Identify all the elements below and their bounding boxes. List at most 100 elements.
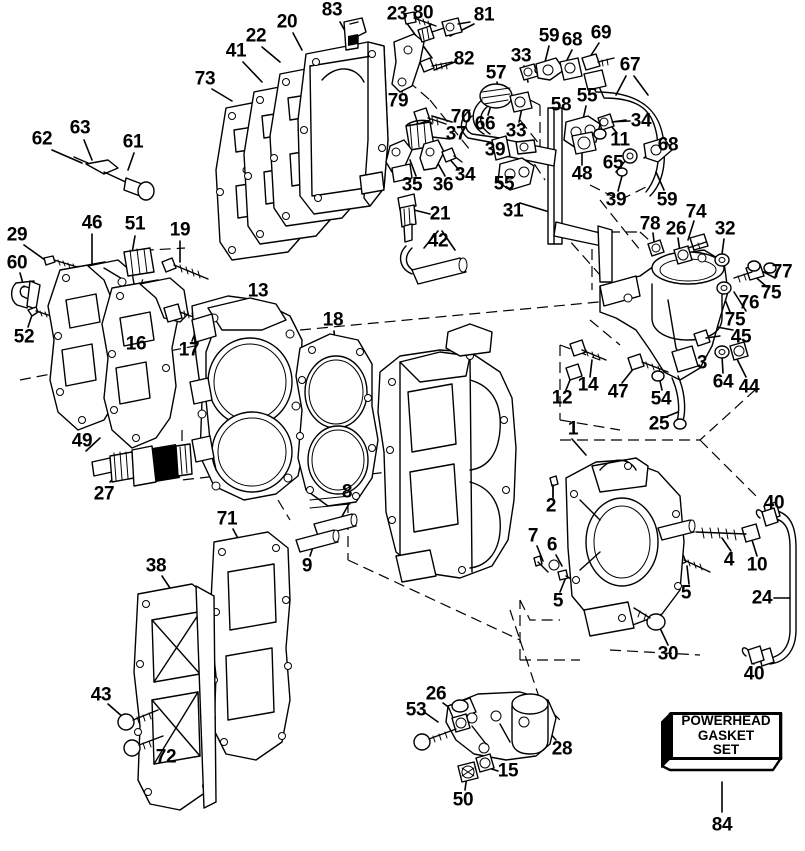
callout-26b: 26 xyxy=(425,683,447,705)
part-26b-nut xyxy=(451,713,471,733)
callout-79: 79 xyxy=(387,90,409,112)
callout-73: 73 xyxy=(194,68,216,90)
part-4-pin xyxy=(657,519,696,541)
callout-33b: 33 xyxy=(505,120,527,142)
callout-59b: 59 xyxy=(656,189,678,211)
callout-16: 16 xyxy=(125,333,147,355)
part-55b-bracket xyxy=(497,157,535,191)
callout-76: 76 xyxy=(738,292,760,314)
callout-75a: 75 xyxy=(760,282,782,304)
callout-45: 45 xyxy=(730,326,752,348)
callout-81: 81 xyxy=(473,4,495,26)
part-13-crankcase xyxy=(189,295,307,501)
callout-22: 22 xyxy=(245,25,267,47)
callout-74: 74 xyxy=(685,201,707,223)
callout-7: 7 xyxy=(527,525,539,547)
callout-13: 13 xyxy=(247,280,269,302)
part-42-hose xyxy=(399,245,468,285)
callout-53: 53 xyxy=(405,699,427,721)
part-75b-washer xyxy=(716,281,732,295)
callout-83: 83 xyxy=(321,0,343,21)
callout-71: 71 xyxy=(216,508,238,530)
part-66-link xyxy=(460,109,501,145)
part-30-bolt xyxy=(633,607,666,631)
callout-77: 77 xyxy=(771,261,793,283)
callout-84: 84 xyxy=(711,814,733,836)
callout-11: 11 xyxy=(610,129,630,151)
powerhead-gasket-set-box: POWERHEAD GASKET SET xyxy=(660,711,784,774)
callout-54: 54 xyxy=(650,388,672,410)
part-44-nut xyxy=(729,341,749,361)
part-21-fitting xyxy=(397,193,417,243)
part-28-bracket xyxy=(445,691,557,761)
part-29-bolt xyxy=(43,255,85,272)
callout-64: 64 xyxy=(712,371,734,393)
part-8-dowel xyxy=(313,513,358,537)
callout-69: 69 xyxy=(590,22,612,44)
part-49-gasket xyxy=(101,277,189,449)
callout-57: 57 xyxy=(485,62,507,84)
callout-68a: 68 xyxy=(561,29,583,51)
part-24-hose xyxy=(757,501,797,667)
callout-65: 65 xyxy=(602,152,624,174)
part-25-hose xyxy=(671,375,687,430)
part-33a-nut xyxy=(519,63,539,81)
callout-18: 18 xyxy=(322,309,344,331)
callout-27: 27 xyxy=(93,483,115,505)
part-65-washer xyxy=(622,148,638,164)
callout-60: 60 xyxy=(6,252,28,274)
callout-14: 14 xyxy=(577,374,599,396)
part-39a-clip xyxy=(515,139,537,155)
callout-15: 15 xyxy=(497,760,519,782)
callout-1: 1 xyxy=(567,418,579,440)
callout-32: 32 xyxy=(714,218,736,240)
part-54-nut xyxy=(651,370,665,382)
callout-8: 8 xyxy=(341,481,353,503)
part-48-grommet xyxy=(571,131,597,155)
part-47-bolt xyxy=(627,353,669,373)
part-18-head-gasket xyxy=(295,333,379,509)
callout-47: 47 xyxy=(607,381,629,403)
callout-6: 6 xyxy=(546,534,558,556)
callout-41: 41 xyxy=(225,40,247,62)
callout-80: 80 xyxy=(412,2,434,24)
part-36-lever xyxy=(419,139,445,171)
part-71-gasket xyxy=(209,531,292,761)
callout-68b: 68 xyxy=(657,134,679,156)
callout-52: 52 xyxy=(13,326,35,348)
callout-25: 25 xyxy=(648,413,670,435)
callout-33a: 33 xyxy=(510,45,532,67)
part-26a-nut xyxy=(673,245,693,265)
callout-23: 23 xyxy=(386,3,408,25)
callout-40a: 40 xyxy=(763,492,785,514)
callout-67: 67 xyxy=(619,54,641,76)
part-34b-bolt xyxy=(441,147,463,163)
callout-19: 19 xyxy=(169,219,191,241)
part-74-bolt xyxy=(687,233,709,252)
callout-48: 48 xyxy=(571,163,593,185)
part-58-fitting xyxy=(559,57,583,81)
callout-55a: 55 xyxy=(576,85,598,107)
callout-5b: 5 xyxy=(680,582,692,604)
callout-50: 50 xyxy=(452,789,474,811)
callout-2: 2 xyxy=(545,495,557,517)
part-3-adapter xyxy=(599,249,729,381)
part-75a-washer xyxy=(747,260,761,272)
part-33b-nut xyxy=(509,91,533,113)
part-80-stud xyxy=(417,25,445,43)
callout-26a: 26 xyxy=(665,218,687,240)
callout-30: 30 xyxy=(657,643,679,665)
callout-51: 51 xyxy=(124,213,146,235)
part-77-washer xyxy=(763,262,777,274)
callout-82: 82 xyxy=(453,48,475,70)
part-34a-bolt xyxy=(597,113,627,131)
part-68b-fitting xyxy=(643,137,673,163)
callout-70: 70 xyxy=(450,106,472,128)
callout-40b: 40 xyxy=(743,663,765,685)
part-64-nut xyxy=(714,345,730,359)
callout-3: 3 xyxy=(696,352,708,374)
part-15-nut xyxy=(475,753,495,773)
callout-61: 61 xyxy=(122,131,144,153)
part-72-bolt xyxy=(123,735,164,757)
callout-42: 42 xyxy=(427,230,449,252)
